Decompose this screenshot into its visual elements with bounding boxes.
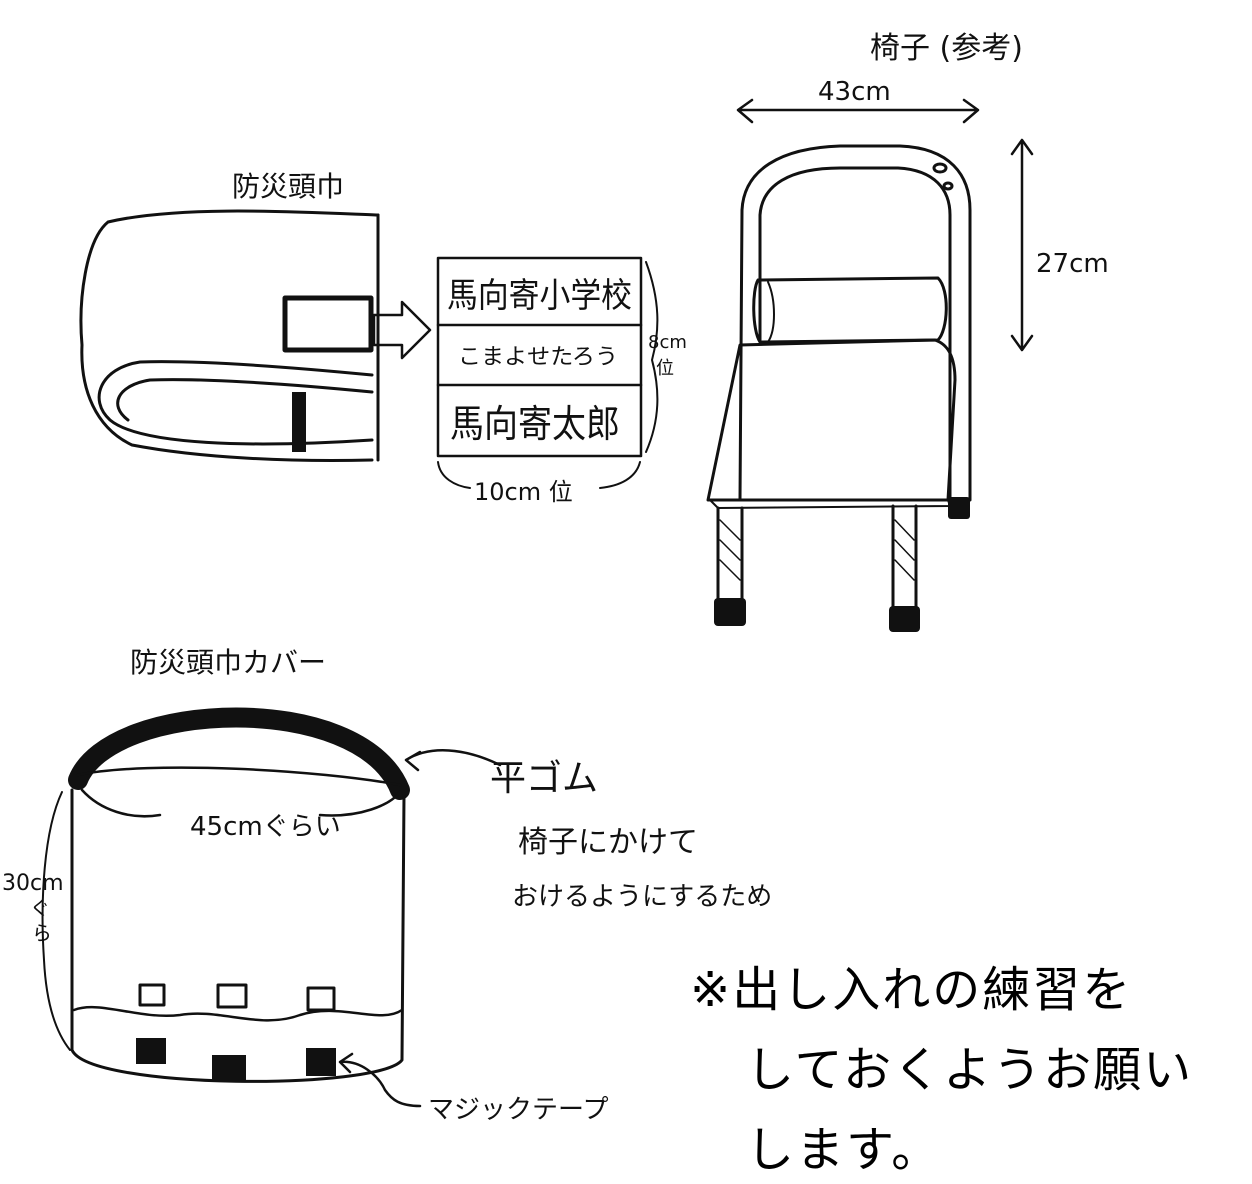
chair-title: 椅子 (参考) [870,31,1023,66]
nametag-name: 馬向寄太郎 [450,402,620,446]
band-callout-arrow [404,749,502,772]
chair-foot-cap-right [889,606,920,632]
velcro-loop-1 [138,983,166,1007]
hood-body [79,209,380,462]
note-line-3: します。 [746,1122,942,1178]
chair-leg-front-left [716,506,744,602]
cover-flap-line [72,1005,404,1022]
cover-height-suffix-2: ら [32,921,52,945]
chair-backrest [752,276,948,344]
cover-height-suffix-1: ぐ [30,896,50,920]
nametag-height-label: 8cm [648,332,687,353]
nametag-detail: 馬向寄小学校 こまよせたろう 馬向寄太郎 8cm 位 10cm 位 [436,256,687,506]
band-note-1: 椅子にかけて [518,825,698,860]
hood-brim-inner [116,378,374,422]
velcro-loop-3 [306,986,336,1012]
band-label: 平ゴム [490,758,598,799]
cover-height-label: 30cm [2,871,64,896]
cover-height-bracket [41,791,71,1051]
cover-illustration: 防災頭巾カバー 45cmぐらい 30cm ぐ ら [2,646,772,1125]
cover-opening-curve [80,788,402,818]
velcro-hook-2 [212,1055,246,1081]
velcro-label: マジックテープ [428,1095,608,1125]
practice-note: ※出し入れの練習を しておくようお願い します。 [690,950,1250,1184]
hood-brim [97,360,374,446]
note-line-2: しておくようお願い [746,1042,1194,1098]
hood-title: 防災頭巾 [232,170,344,203]
hood-nametag-patch [282,295,374,353]
chair-leg-front-right [891,504,918,610]
chair-backrest-edge [767,281,775,343]
nametag-frame [436,256,643,458]
chair-leg-hatching-right [894,519,915,581]
velcro-hook-1 [136,1038,166,1064]
nametag-height-bracket [645,261,659,453]
hood-illustration: 防災頭巾 [79,170,432,462]
chair-back-frame-outer [738,144,972,502]
chair-frame-hole-1 [932,162,948,174]
chair-width-arrow [736,98,980,124]
chair-height-arrow [1010,138,1034,352]
cover-body [70,788,406,1083]
chair-leg-hatching-left [719,519,741,581]
nametag-pointer-arrow [372,300,432,360]
velcro-hook-3 [306,1048,336,1076]
chair-height-label: 27cm [1036,249,1109,279]
velcro-callout-arrow [338,1052,422,1108]
chair-width-label: 43cm [818,77,891,107]
chair-frame-hole-2 [942,181,954,191]
note-line-1: ※出し入れの練習を [690,962,1133,1018]
nametag-school: 馬向寄小学校 [447,276,632,316]
nametag-width-bracket [437,461,641,489]
chair-foot-cap-rear [948,497,970,519]
band-note-2: おけるようにするため [512,882,772,912]
cover-elastic-band [68,707,410,800]
nametag-height-suffix: 位 [656,358,674,379]
nametag-width-label: 10cm 位 [474,478,573,506]
chair-illustration: 椅子 (参考) 43cm 27cm [706,31,1109,632]
chair-seat [706,338,957,502]
cover-width-label: 45cmぐらい [190,812,341,842]
hood-strap [292,392,306,452]
nametag-reading: こまよせたろう [458,345,618,370]
velcro-loop-2 [216,983,248,1009]
chair-foot-cap-left [714,598,746,626]
cover-title: 防災頭巾カバー [130,646,326,679]
chair-back-frame-inner [758,166,952,502]
cover-top-edge [76,766,402,787]
